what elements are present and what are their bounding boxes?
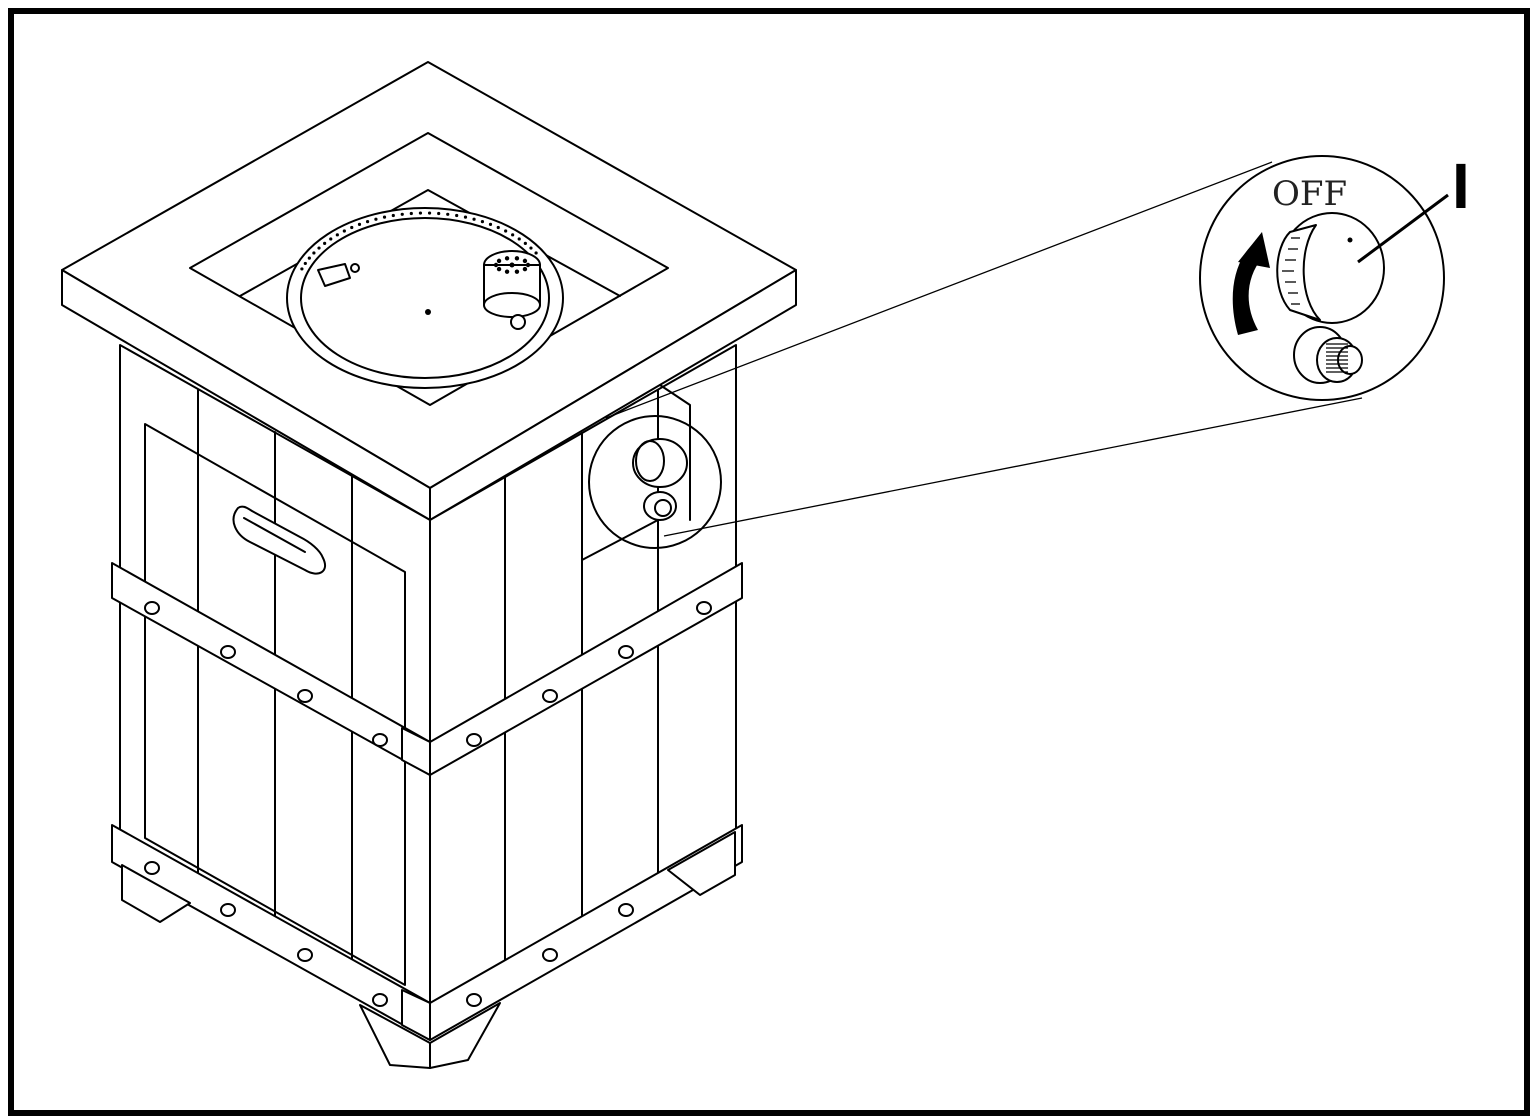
callout-leader-line: [1357, 193, 1449, 264]
metal-band-lower: [111, 824, 743, 1041]
burner-hole: [534, 251, 538, 255]
burner-hole: [323, 241, 327, 245]
rivet: [220, 903, 236, 917]
pilot-hole: [514, 256, 520, 261]
burner-hole: [312, 251, 316, 255]
burner-hole: [350, 225, 354, 230]
burner-hole: [529, 246, 533, 250]
pilot-hole: [522, 258, 528, 264]
burner-hole: [303, 261, 307, 266]
burner-hole: [488, 222, 493, 226]
metal-band-upper: [111, 562, 743, 776]
pilot-hole: [525, 262, 531, 268]
burner-hole: [511, 233, 515, 237]
rivet: [542, 948, 558, 962]
rivet: [144, 601, 160, 615]
control-knob-large: [1276, 212, 1385, 324]
counter-clockwise-arrow-icon: [1232, 232, 1270, 335]
burner-hole: [307, 256, 311, 260]
burner-hole: [382, 215, 387, 219]
burner-hole: [472, 217, 476, 221]
rivet: [696, 601, 712, 615]
rivets: [144, 601, 712, 1007]
pilot-hole: [514, 269, 520, 274]
burner-hole: [418, 211, 423, 215]
burner-hole: [523, 241, 527, 245]
rivet: [372, 993, 388, 1007]
burner-hole: [480, 220, 485, 224]
rivet: [618, 903, 634, 917]
rivet: [466, 993, 482, 1007]
burner-hole: [342, 229, 346, 233]
detail-magnifier: OFF: [1199, 155, 1449, 401]
rivet: [618, 645, 634, 659]
burner-hole: [455, 213, 459, 218]
burner-hole: [300, 267, 304, 271]
feet: [121, 831, 736, 1069]
rivet: [144, 861, 160, 875]
rivet: [542, 689, 558, 703]
pilot-assembly-icon: [483, 250, 541, 330]
pilot-hole: [509, 262, 515, 268]
rivet: [466, 733, 482, 747]
burner-hole: [335, 233, 339, 237]
pilot-hole: [504, 269, 510, 274]
pilot-hole: [496, 266, 502, 272]
burner-hole: [317, 246, 321, 250]
burner-hole: [517, 237, 521, 241]
burner-hole: [400, 212, 404, 216]
burner-hole: [365, 220, 370, 224]
burner-ring: [286, 207, 564, 389]
burner-hole: [496, 225, 500, 230]
pilot-hole: [504, 256, 510, 261]
burner-hole: [446, 212, 450, 216]
burner-hole: [409, 211, 413, 216]
body-left-face: [119, 344, 431, 1036]
burner-hole: [427, 211, 432, 215]
rivet: [220, 645, 236, 659]
rivet: [297, 689, 313, 703]
burner-hole: [437, 211, 441, 216]
magnification-lines: [605, 161, 1363, 537]
off-label: OFF: [1272, 174, 1347, 214]
valve-fitting-icon: [1293, 326, 1363, 384]
burner-hole: [374, 217, 378, 221]
pilot-hole: [496, 258, 502, 264]
burner-hole: [357, 222, 362, 226]
pilot-hole: [522, 266, 528, 272]
burner-hole: [504, 229, 508, 233]
rivet: [297, 948, 313, 962]
burner-hole: [329, 237, 333, 241]
pilot-hole: [493, 262, 499, 268]
burner-hole: [391, 213, 395, 218]
callout-letter: I: [1452, 150, 1470, 222]
burner-hole: [463, 215, 468, 219]
rivet: [372, 733, 388, 747]
control-knob-small: [588, 415, 722, 549]
